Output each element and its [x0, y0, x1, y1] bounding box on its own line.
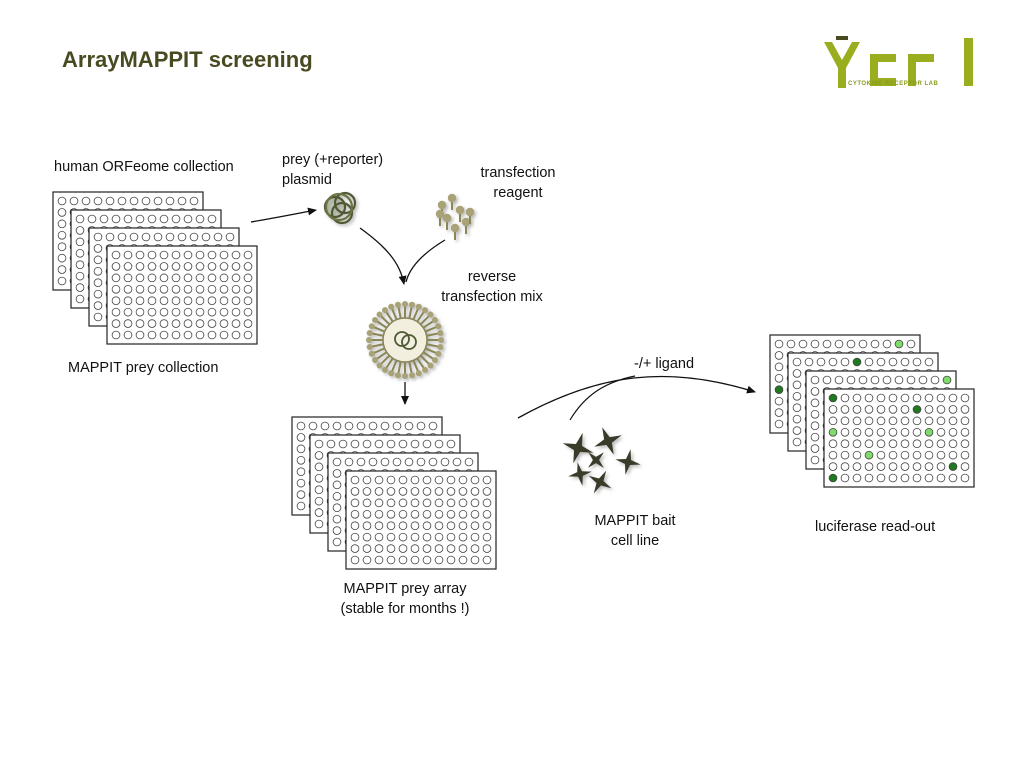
mix-label-line2: transfection mix: [441, 289, 543, 305]
plasmid-label-line1: prey (+reporter): [282, 152, 384, 168]
prey-array-label-line2: (stable for months !): [340, 601, 470, 617]
readout-label: luciferase read-out: [815, 519, 936, 535]
page-title: ArrayMAPPIT screening: [62, 47, 313, 72]
bait-cells-icon: [562, 427, 641, 494]
bait-label-line2: cell line: [610, 533, 660, 549]
mix-label-line1: reverse: [467, 269, 517, 285]
plasmid-label-line2: plasmid: [282, 172, 332, 188]
orfeome-label: human ORFeome collection: [54, 159, 234, 175]
plasmid-icon: [323, 191, 357, 225]
arrow-plasmid-to-mix: [359, 227, 407, 285]
transfection-mix-icon: [366, 301, 444, 379]
orfeome-plate-4: [106, 245, 258, 345]
readout-plate-4: [823, 388, 975, 488]
prey-array-plate-4: [345, 470, 497, 570]
transfection-reagent-icon: [435, 193, 475, 240]
cri-logo: [824, 36, 973, 88]
arrow-reagent-to-mix: [405, 239, 446, 283]
reagent-label-line2: reagent: [493, 185, 543, 201]
arrow-cells-join: [569, 375, 636, 421]
logo-subtitle: CYTOKINE RECEPTOR LAB: [848, 81, 939, 87]
arrow-array-to-readout: [517, 375, 756, 419]
prey-collection-label: MAPPIT prey collection: [68, 360, 219, 376]
arrow-collection-to-plasmid: [250, 207, 317, 223]
bait-label-line1: MAPPIT bait: [594, 513, 676, 529]
prey-array-label-line1: MAPPIT prey array: [343, 581, 467, 597]
ligand-label: -/+ ligand: [634, 356, 695, 372]
reagent-label-line1: transfection: [480, 165, 556, 181]
